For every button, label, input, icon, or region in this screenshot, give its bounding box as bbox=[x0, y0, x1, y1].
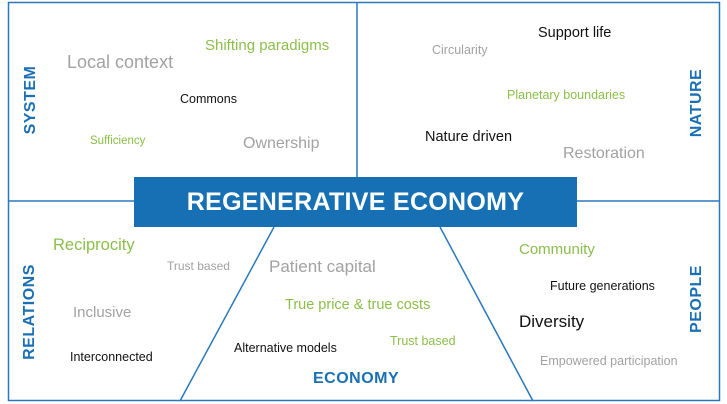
word-future-generations: Future generations bbox=[550, 279, 655, 293]
title-text: REGENERATIVE ECONOMY bbox=[186, 187, 525, 216]
word-ownership: Ownership bbox=[243, 135, 320, 152]
word-true-price-true-costs: True price & true costs bbox=[285, 297, 431, 313]
word-trust-based-relations: Trust based bbox=[167, 259, 230, 273]
economy-left-edge bbox=[179, 226, 275, 402]
word-alternative-models: Alternative models bbox=[234, 341, 337, 355]
word-local-context: Local context bbox=[67, 52, 174, 72]
word-support-life: Support life bbox=[538, 25, 612, 41]
word-patient-capital: Patient capital bbox=[269, 257, 376, 276]
word-diversity: Diversity bbox=[519, 312, 585, 331]
word-community: Community bbox=[519, 241, 595, 258]
word-inclusive: Inclusive bbox=[73, 304, 132, 321]
word-trust-based-economy: Trust based bbox=[390, 334, 456, 348]
economy-right-edge bbox=[439, 226, 534, 402]
word-sufficiency: Sufficiency bbox=[90, 135, 146, 147]
word-nature-driven: Nature driven bbox=[425, 129, 513, 145]
word-reciprocity: Reciprocity bbox=[53, 236, 135, 254]
relations-label: RELATIONS bbox=[21, 264, 38, 360]
system-label: SYSTEM bbox=[22, 65, 39, 135]
nature-label: NATURE bbox=[688, 68, 705, 138]
word-restoration: Restoration bbox=[563, 145, 645, 162]
word-empowered-participation: Empowered participation bbox=[540, 354, 678, 368]
word-interconnected: Interconnected bbox=[70, 350, 153, 364]
word-commons: Commons bbox=[180, 92, 237, 106]
economy-label: ECONOMY bbox=[313, 370, 400, 387]
people-label: PEOPLE bbox=[688, 265, 705, 333]
word-shifting-paradigms: Shifting paradigms bbox=[205, 37, 330, 54]
word-planetary-boundaries: Planetary boundaries bbox=[507, 88, 626, 102]
word-circularity: Circularity bbox=[432, 43, 488, 57]
title-banner: REGENERATIVE ECONOMY bbox=[134, 177, 577, 227]
